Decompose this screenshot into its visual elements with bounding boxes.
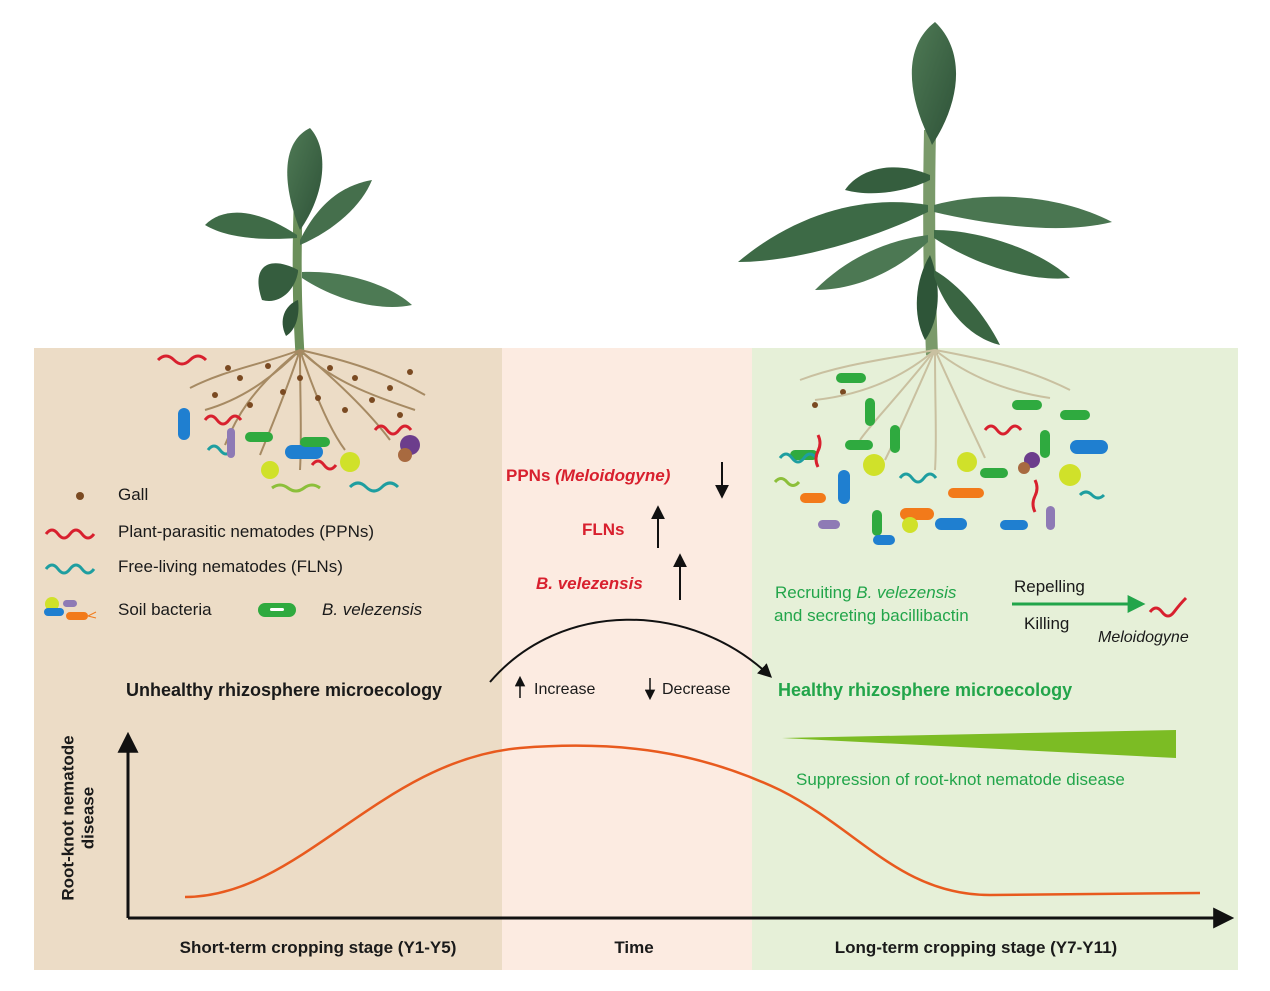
- legend-gall-icon: [76, 492, 84, 500]
- y-axis-label: Root-knot nematode disease: [58, 735, 97, 901]
- legend-ppn-label: Plant-parasitic nematodes (PPNs): [118, 522, 375, 541]
- ppns-label: PPNs (Meloidogyne): [506, 466, 671, 485]
- legend-icons: [44, 492, 296, 620]
- disease-curve: [184, 744, 1201, 899]
- increase-label: Increase: [534, 681, 596, 698]
- suppression-wedge: [782, 730, 1176, 758]
- legend-soil-bacteria-icon: [44, 597, 97, 620]
- healthy-label: Healthy rhizosphere microecology: [778, 680, 1073, 700]
- time-label: Time: [614, 938, 654, 957]
- small-banana-plant: [205, 128, 412, 356]
- repelling-label: Repelling: [1014, 577, 1085, 596]
- decrease-label: Decrease: [662, 681, 731, 698]
- suppression-label: Suppression of root-knot nematode diseas…: [796, 770, 1125, 789]
- flns-label: FLNs: [582, 520, 625, 539]
- large-banana-plant: [738, 22, 1112, 356]
- stage-long-label: Long-term cropping stage (Y7-Y11): [834, 938, 1118, 957]
- transition-arc-arrow: [489, 618, 773, 683]
- recruit-line2: and secreting bacillibactin: [774, 606, 969, 625]
- large-rhizosphere-microbes: [773, 373, 1108, 545]
- legend-ppn-icon: [44, 528, 96, 540]
- bvel-middle-label: B. velezensis: [536, 574, 643, 593]
- recruit-line1: Recruiting B. velezensis: [775, 583, 957, 602]
- killing-label: Killing: [1024, 614, 1070, 633]
- legend-fln-icon: [44, 563, 96, 575]
- legend-soil-bacteria-label: Soil bacteria: [118, 600, 212, 619]
- meloidogyne-icon: [1148, 596, 1188, 618]
- panel-long-term: [752, 348, 1238, 970]
- panel-transition: [502, 348, 752, 970]
- middle-arrows: [489, 462, 773, 701]
- large-root-system: [799, 349, 1071, 471]
- stage-short-label: Short-term cropping stage (Y1-Y5): [179, 938, 457, 957]
- galls: [212, 363, 846, 418]
- meloidogyne-label: Meloidogyne: [1098, 629, 1189, 646]
- legend-bvel-label: B. velezensis: [322, 600, 423, 619]
- unhealthy-label: Unhealthy rhizosphere microecology: [126, 680, 443, 700]
- legend-bvel-icon: [258, 603, 296, 617]
- small-rhizosphere-microbes: [156, 354, 420, 493]
- panel-short-term: [34, 348, 502, 970]
- legend-fln-label: Free-living nematodes (FLNs): [118, 557, 343, 576]
- legend-gall-label: Gall: [118, 485, 149, 504]
